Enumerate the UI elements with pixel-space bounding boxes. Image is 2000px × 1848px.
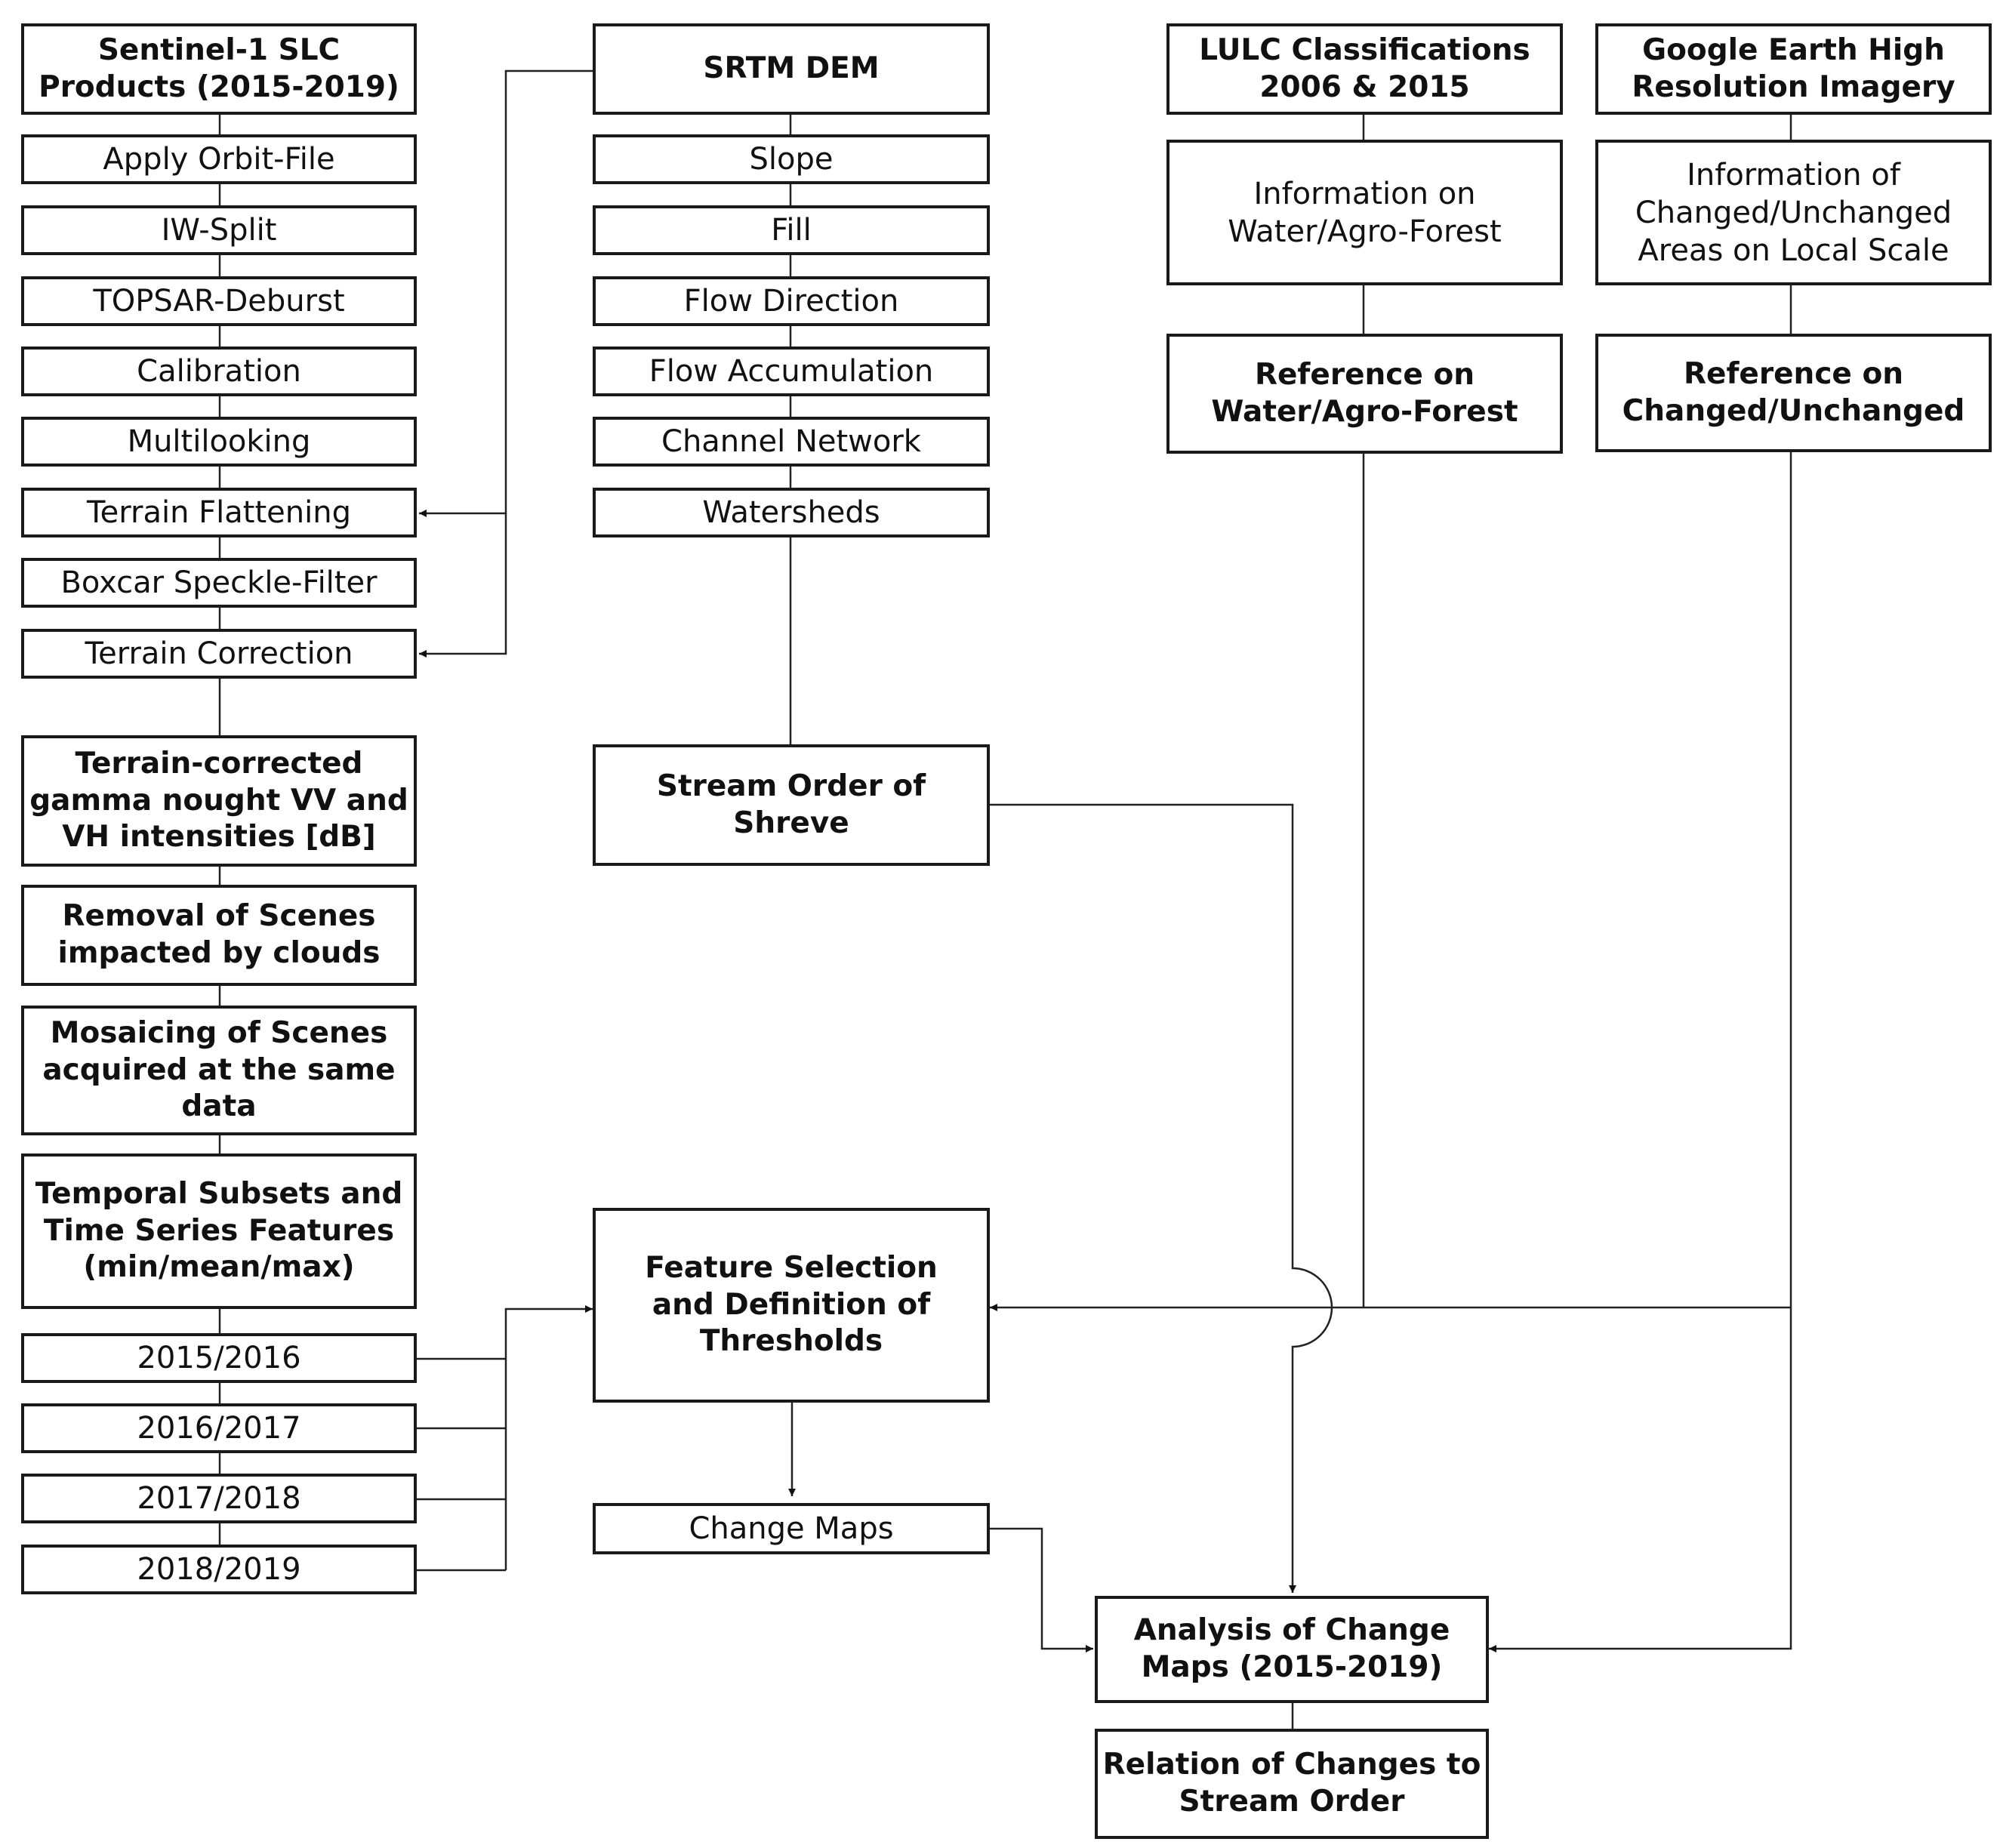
- watersheds-label: Watersheds: [702, 495, 880, 530]
- sentinel-products-box: Sentinel-1 SLC Products (2015-2019): [21, 23, 417, 115]
- srtm-to-terrain-correction-arrow: [419, 513, 507, 658]
- change-maps-label: Change Maps: [689, 1511, 894, 1546]
- change-maps-to-analysis-arrow: [990, 1527, 1093, 1652]
- terrain-flattening-label: Terrain Flattening: [87, 495, 351, 530]
- year-2017-2018-box: 2017/2018: [21, 1474, 417, 1523]
- removal-of-scenes-box: Removal of Scenes impacted by clouds: [21, 885, 417, 986]
- years-to-feature-selection-arrow: [504, 1305, 593, 1570]
- feature-selection-label: Feature Selection and Definition of Thre…: [645, 1250, 938, 1359]
- topsar-deburst-label: TOPSAR-Deburst: [93, 284, 345, 319]
- analysis-of-change-maps-box: Analysis of Change Maps (2015-2019): [1095, 1596, 1489, 1703]
- year-2017-2018-label: 2017/2018: [137, 1481, 301, 1516]
- flow-direction-label: Flow Direction: [683, 284, 899, 319]
- reference-changed-unchanged-box: Reference on Changed/Unchanged: [1595, 334, 1992, 452]
- stream-order-box: Stream Order of Shreve: [593, 744, 990, 866]
- mosaicing-box: Mosaicing of Scenes acquired at the same…: [21, 1006, 417, 1135]
- change-maps-box: Change Maps: [593, 1503, 990, 1554]
- iw-split-box: IW-Split: [21, 205, 417, 255]
- analysis-of-change-maps-label: Analysis of Change Maps (2015-2019): [1133, 1613, 1450, 1684]
- calibration-label: Calibration: [137, 354, 301, 389]
- reference-water-agro-forest-label: Reference on Water/Agro-Forest: [1211, 357, 1518, 429]
- multilooking-box: Multilooking: [21, 417, 417, 467]
- channel-network-box: Channel Network: [593, 417, 990, 467]
- channel-network-label: Channel Network: [661, 424, 921, 459]
- relation-to-stream-order-label: Relation of Changes to Stream Order: [1102, 1748, 1481, 1819]
- temporal-subsets-box: Temporal Subsets and Time Series Feature…: [21, 1153, 417, 1309]
- srtm-dem-label: SRTM DEM: [703, 51, 880, 86]
- year-2015-2016-box: 2015/2016: [21, 1333, 417, 1383]
- lulc-information-label: Information on Water/Agro-Forest: [1228, 176, 1502, 249]
- google-earth-imagery-label: Google Earth High Resolution Imagery: [1632, 32, 1955, 104]
- apply-orbit-file-box: Apply Orbit-File: [21, 134, 417, 184]
- flow-accumulation-label: Flow Accumulation: [649, 354, 934, 389]
- gamma-nought-label: Terrain-corrected gamma nought VV and VH…: [29, 746, 408, 855]
- removal-of-scenes-label: Removal of Scenes impacted by clouds: [57, 899, 381, 970]
- srtm-to-terrain-flattening-arrow: [419, 69, 593, 517]
- slope-label: Slope: [749, 142, 834, 177]
- reference-water-agro-forest-box: Reference on Water/Agro-Forest: [1166, 334, 1563, 454]
- boxcar-speckle-filter-label: Boxcar Speckle-Filter: [60, 565, 378, 600]
- google-information-box: Information of Changed/Unchanged Areas o…: [1595, 140, 1992, 285]
- terrain-flattening-box: Terrain Flattening: [21, 488, 417, 537]
- calibration-box: Calibration: [21, 346, 417, 396]
- google-ref-to-analysis-arrow: [1489, 1307, 1792, 1652]
- temporal-subsets-label: Temporal Subsets and Time Series Feature…: [35, 1176, 403, 1285]
- year-2015-2016-label: 2015/2016: [137, 1341, 301, 1375]
- slope-box: Slope: [593, 134, 990, 184]
- srtm-dem-box: SRTM DEM: [593, 23, 990, 115]
- fill-label: Fill: [771, 213, 812, 248]
- terrain-correction-box: Terrain Correction: [21, 629, 417, 679]
- lulc-classifications-box: LULC Classifications 2006 & 2015: [1166, 23, 1563, 115]
- year-2016-2017-box: 2016/2017: [21, 1403, 417, 1453]
- apply-orbit-file-label: Apply Orbit-File: [103, 142, 335, 177]
- fill-box: Fill: [593, 205, 990, 255]
- stream-order-label: Stream Order of Shreve: [656, 768, 926, 840]
- reference-changed-unchanged-label: Reference on Changed/Unchanged: [1622, 356, 1965, 428]
- google-information-label: Information of Changed/Unchanged Areas o…: [1635, 157, 1952, 268]
- watersheds-box: Watersheds: [593, 488, 990, 537]
- lulc-classifications-label: LULC Classifications 2006 & 2015: [1199, 32, 1530, 104]
- topsar-deburst-box: TOPSAR-Deburst: [21, 276, 417, 326]
- mosaicing-label: Mosaicing of Scenes acquired at the same…: [42, 1015, 396, 1124]
- year-2016-2017-label: 2016/2017: [137, 1411, 301, 1446]
- flow-accumulation-box: Flow Accumulation: [593, 346, 990, 396]
- iw-split-label: IW-Split: [161, 213, 277, 248]
- sentinel-products-label: Sentinel-1 SLC Products (2015-2019): [39, 32, 399, 104]
- relation-to-stream-order-box: Relation of Changes to Stream Order: [1095, 1729, 1489, 1839]
- feature-selection-box: Feature Selection and Definition of Thre…: [593, 1208, 990, 1403]
- year-2018-2019-box: 2018/2019: [21, 1545, 417, 1594]
- terrain-correction-label: Terrain Correction: [85, 636, 353, 671]
- lulc-information-box: Information on Water/Agro-Forest: [1166, 140, 1563, 285]
- google-earth-imagery-box: Google Earth High Resolution Imagery: [1595, 23, 1992, 115]
- multilooking-label: Multilooking: [127, 424, 311, 459]
- flow-direction-box: Flow Direction: [593, 276, 990, 326]
- gamma-nought-box: Terrain-corrected gamma nought VV and VH…: [21, 735, 417, 867]
- boxcar-speckle-filter-box: Boxcar Speckle-Filter: [21, 558, 417, 608]
- year-2018-2019-label: 2018/2019: [137, 1552, 301, 1587]
- stream-order-to-analysis-arrow: [990, 803, 1333, 1593]
